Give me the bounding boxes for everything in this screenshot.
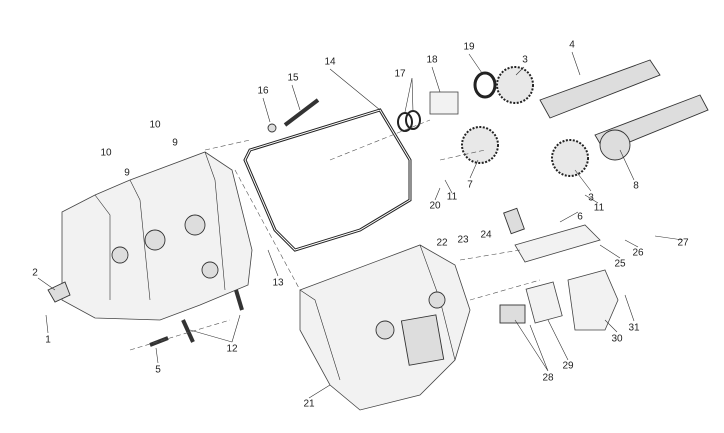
callout-2: 2 bbox=[32, 267, 38, 279]
callout-4: 4 bbox=[569, 39, 575, 51]
gear-3-upper bbox=[496, 66, 534, 104]
callout-22: 22 bbox=[436, 237, 448, 249]
seal-19 bbox=[473, 71, 497, 99]
callout-28: 28 bbox=[542, 372, 554, 384]
callout-9: 9 bbox=[172, 137, 178, 149]
callout-11: 11 bbox=[593, 202, 605, 214]
callout-26: 26 bbox=[632, 247, 644, 259]
callout-18: 18 bbox=[426, 54, 438, 66]
callout-24: 24 bbox=[480, 229, 492, 241]
callout-13: 13 bbox=[272, 277, 284, 289]
callout-3: 3 bbox=[522, 54, 528, 66]
callout-31: 31 bbox=[628, 322, 640, 334]
callout-17: 17 bbox=[394, 68, 406, 80]
callout-14: 14 bbox=[324, 56, 336, 68]
callout-15: 15 bbox=[287, 72, 299, 84]
callout-25: 25 bbox=[614, 258, 626, 270]
callout-16: 16 bbox=[257, 85, 269, 97]
cover-30 bbox=[567, 269, 619, 331]
callout-11: 11 bbox=[446, 191, 458, 203]
sensor-25 bbox=[514, 224, 601, 263]
bush-18 bbox=[429, 91, 459, 115]
callout-5: 5 bbox=[155, 364, 161, 376]
gear-3-lower bbox=[551, 139, 589, 177]
bolt-15 bbox=[283, 98, 320, 127]
callout-6: 6 bbox=[577, 211, 583, 223]
callout-12: 12 bbox=[226, 343, 238, 355]
callout-19: 19 bbox=[463, 41, 475, 53]
callout-9: 9 bbox=[124, 167, 130, 179]
callout-10: 10 bbox=[149, 119, 161, 131]
callout-10: 10 bbox=[100, 147, 112, 159]
callout-21: 21 bbox=[303, 398, 315, 410]
callout-27: 27 bbox=[677, 237, 689, 249]
gear-8 bbox=[599, 129, 631, 161]
callout-30: 30 bbox=[611, 333, 623, 345]
callout-3: 3 bbox=[588, 192, 594, 204]
gear-7 bbox=[461, 126, 499, 164]
callout-23: 23 bbox=[457, 234, 469, 246]
camshaft-upper bbox=[539, 59, 661, 119]
gasket-29 bbox=[525, 281, 563, 324]
callout-8: 8 bbox=[633, 180, 639, 192]
callout-20: 20 bbox=[429, 200, 441, 212]
callout-29: 29 bbox=[562, 360, 574, 372]
callout-1: 1 bbox=[45, 334, 51, 346]
callout-7: 7 bbox=[467, 179, 473, 191]
